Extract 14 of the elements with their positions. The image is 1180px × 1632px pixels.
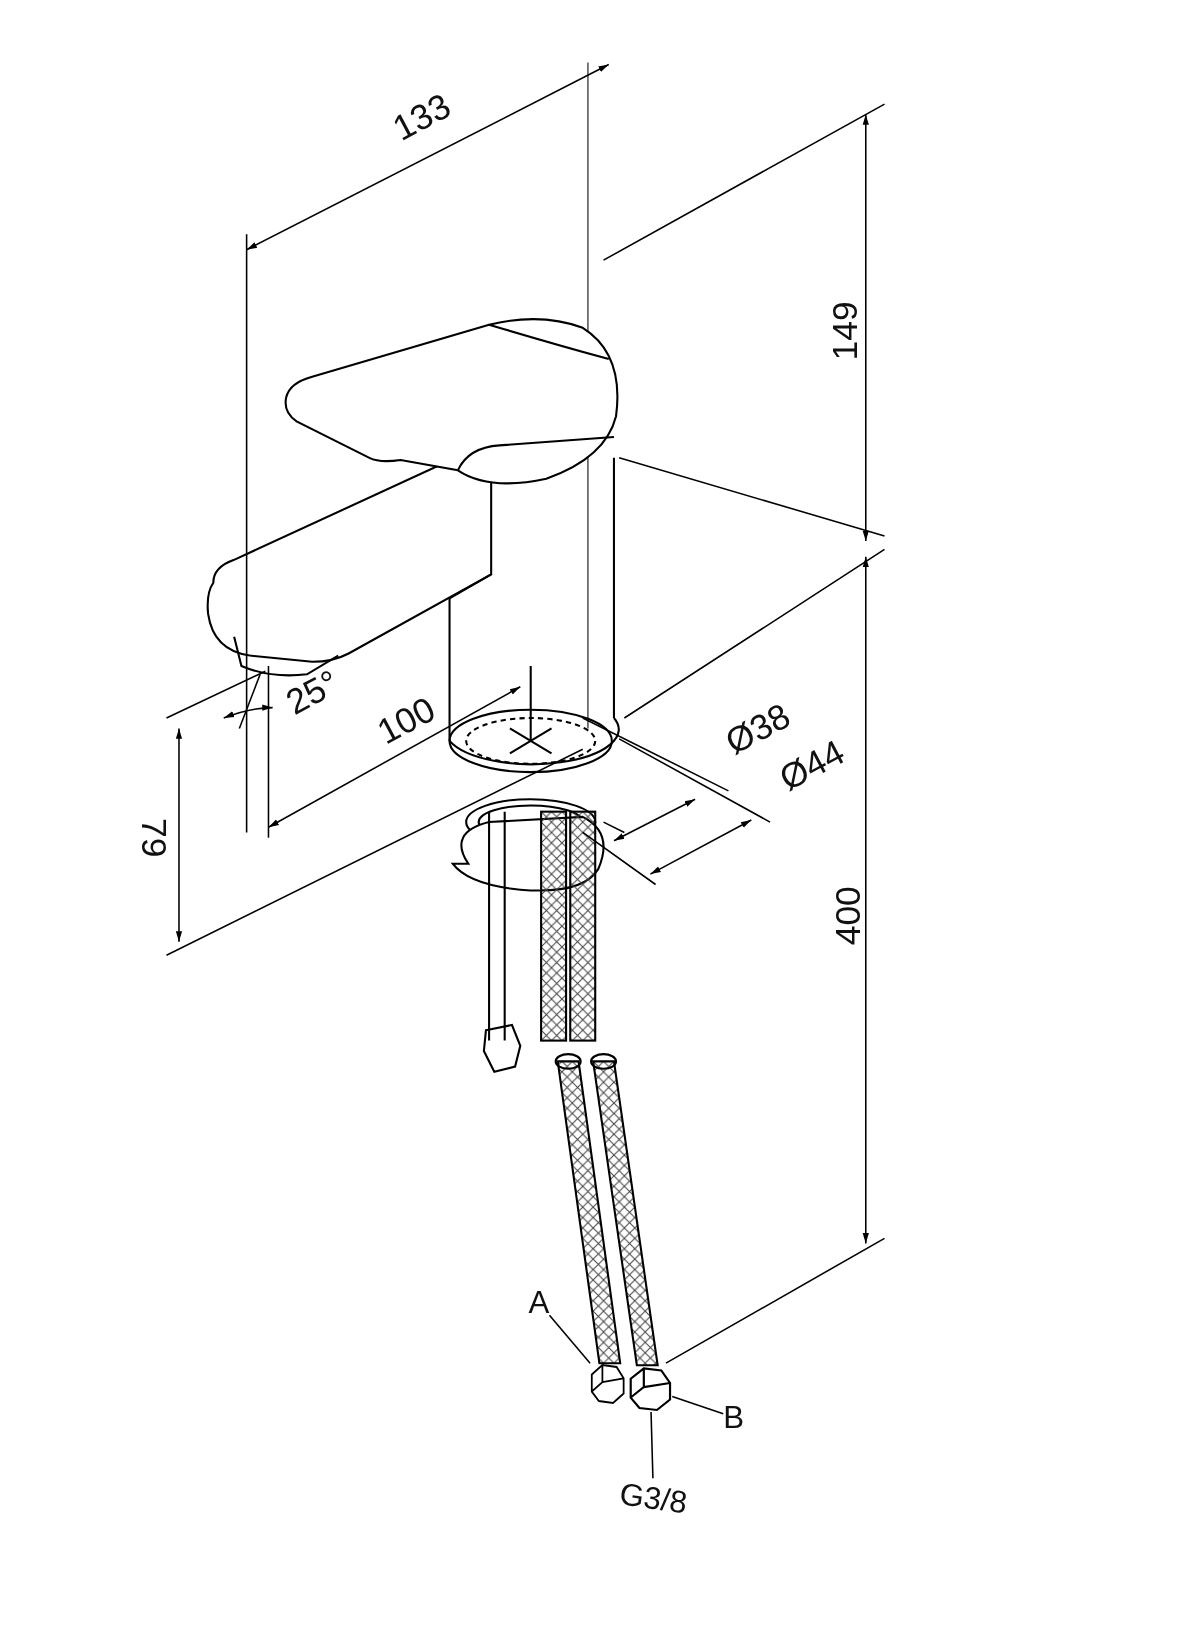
- dimension-text: 149: [827, 301, 863, 361]
- leader-line: [671, 1395, 724, 1415]
- dimension-text: 100: [371, 690, 441, 750]
- dimension-text: 133: [387, 87, 456, 146]
- part-letter: A: [528, 1287, 550, 1319]
- thread-size-text: G3/8: [617, 1478, 690, 1519]
- part-letter: B: [723, 1401, 745, 1433]
- leader-line: [548, 1314, 591, 1364]
- hose-nut-icon: [590, 1363, 626, 1405]
- dimension-text: 79: [136, 818, 172, 858]
- dimension-text: 25°: [280, 663, 345, 721]
- hose-nut-icon: [628, 1366, 673, 1413]
- leader-line: [650, 1411, 654, 1480]
- dimension-text: 400: [829, 886, 865, 946]
